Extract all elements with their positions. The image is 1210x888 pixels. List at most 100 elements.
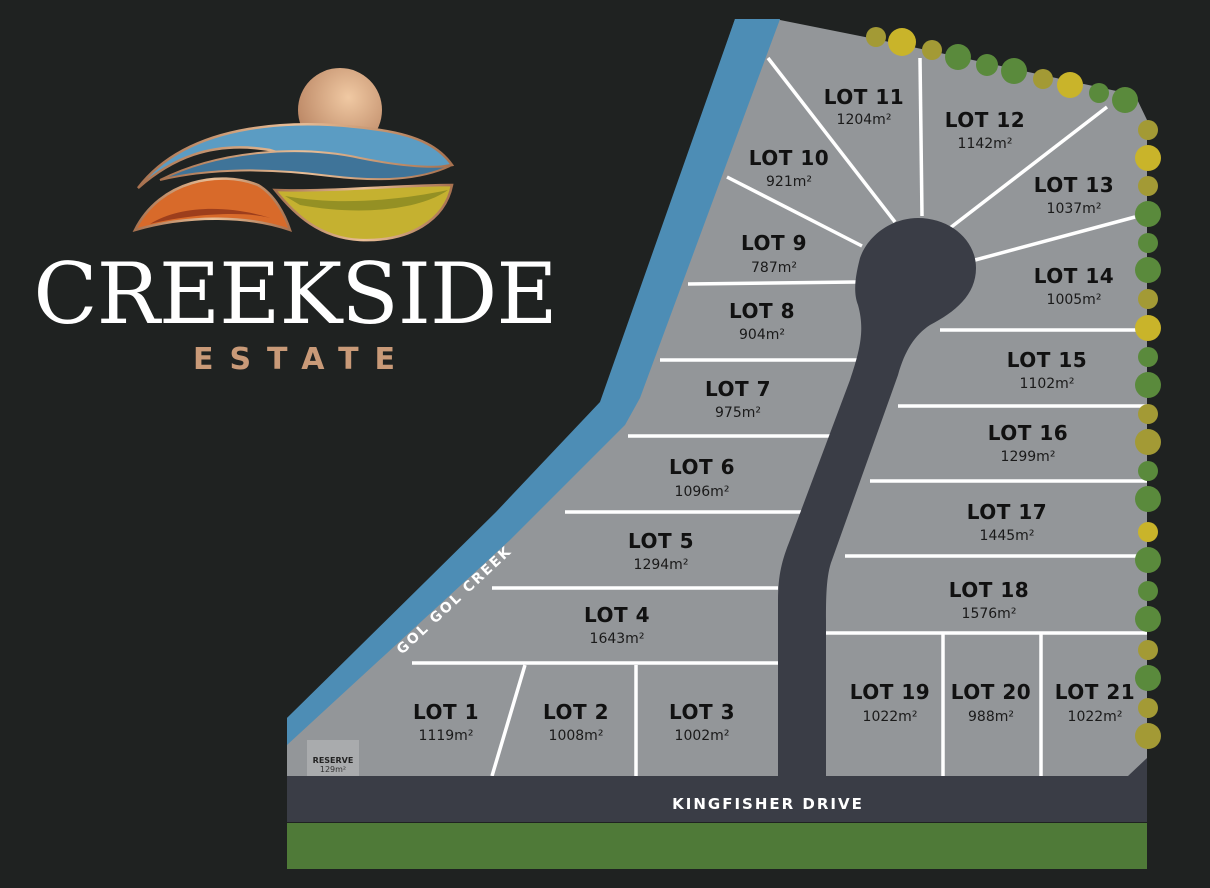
lot-16-area: 1299m² bbox=[1001, 449, 1056, 465]
lot-3-title: LOT 3 bbox=[669, 700, 735, 724]
kingfisher-drive-road bbox=[287, 776, 1147, 822]
lot-19-area: 1022m² bbox=[863, 709, 918, 725]
lot-14[interactable]: LOT 14 1005m² bbox=[1034, 264, 1114, 308]
tree-icon bbox=[1138, 120, 1158, 140]
lot-17-area: 1445m² bbox=[980, 528, 1035, 544]
lot-13-area: 1037m² bbox=[1047, 201, 1102, 217]
lot-7-title: LOT 7 bbox=[705, 377, 771, 401]
lot-10[interactable]: LOT 10 921m² bbox=[749, 146, 829, 190]
lot-21[interactable]: LOT 21 1022m² bbox=[1055, 680, 1135, 725]
lot-3[interactable]: LOT 3 1002m² bbox=[669, 700, 735, 744]
tree-icon bbox=[1135, 315, 1161, 341]
lot-4-area: 1643m² bbox=[590, 631, 645, 647]
lot-1-title: LOT 1 bbox=[413, 700, 479, 724]
lot-12[interactable]: LOT 12 1142m² bbox=[945, 108, 1025, 152]
tree-icon bbox=[1138, 461, 1158, 481]
lot-5-area: 1294m² bbox=[634, 557, 689, 573]
lot-16-title: LOT 16 bbox=[988, 421, 1068, 445]
reserve-label: RESERVE bbox=[313, 756, 354, 765]
lot-9-area: 787m² bbox=[751, 260, 797, 276]
lot-16[interactable]: LOT 16 1299m² bbox=[988, 421, 1068, 465]
lot-14-title: LOT 14 bbox=[1034, 264, 1114, 288]
lot-15[interactable]: LOT 15 1102m² bbox=[1007, 348, 1087, 392]
lot-labels: LOT 1 1119m² LOT 2 1008m² LOT 3 1002m² L… bbox=[413, 85, 1135, 744]
lot-6[interactable]: LOT 6 1096m² bbox=[669, 455, 735, 500]
tree-icon bbox=[1138, 522, 1158, 542]
reserve-area: 129m² bbox=[320, 765, 346, 774]
tree-icon bbox=[1135, 665, 1161, 691]
lot-4-title: LOT 4 bbox=[584, 603, 650, 627]
brand-logo: CREEKSIDE ESTATE bbox=[33, 68, 558, 377]
lot-2-area: 1008m² bbox=[549, 728, 604, 744]
lot-2-title: LOT 2 bbox=[543, 700, 609, 724]
tree-icon bbox=[866, 27, 886, 47]
lot-17[interactable]: LOT 17 1445m² bbox=[967, 500, 1047, 544]
lot-15-area: 1102m² bbox=[1020, 376, 1075, 392]
tree-icon bbox=[1138, 233, 1158, 253]
lot-9-title: LOT 9 bbox=[741, 231, 807, 255]
reserve-parcel bbox=[307, 740, 359, 776]
lot-17-title: LOT 17 bbox=[967, 500, 1047, 524]
tree-icon bbox=[1135, 257, 1161, 283]
tree-icon bbox=[1135, 606, 1161, 632]
road-corner bbox=[1128, 758, 1147, 776]
lot-7[interactable]: LOT 7 975m² bbox=[705, 377, 771, 421]
tree-icon bbox=[1001, 58, 1027, 84]
tree-icon bbox=[1138, 347, 1158, 367]
lot-11-area: 1204m² bbox=[837, 112, 892, 128]
lot-6-area: 1096m² bbox=[675, 484, 730, 500]
lot-8[interactable]: LOT 8 904m² bbox=[729, 299, 795, 343]
tree-icon bbox=[1138, 640, 1158, 660]
lot-20-title: LOT 20 bbox=[951, 680, 1031, 704]
tree-icon bbox=[888, 28, 916, 56]
tree-icon bbox=[976, 54, 998, 76]
lot-20[interactable]: LOT 20 988m² bbox=[951, 680, 1031, 725]
tree-icon bbox=[1057, 72, 1083, 98]
tree-icon bbox=[1135, 723, 1161, 749]
tree-line bbox=[866, 27, 1161, 749]
lot-18[interactable]: LOT 18 1576m² bbox=[949, 578, 1029, 622]
tree-icon bbox=[1112, 87, 1138, 113]
tree-icon bbox=[1135, 201, 1161, 227]
creek-body bbox=[287, 19, 780, 745]
tree-icon bbox=[1138, 404, 1158, 424]
lot-18-area: 1576m² bbox=[962, 606, 1017, 622]
tree-icon bbox=[1033, 69, 1053, 89]
lot-8-title: LOT 8 bbox=[729, 299, 795, 323]
lot-1[interactable]: LOT 1 1119m² bbox=[413, 700, 479, 744]
cul-de-sac-road bbox=[778, 218, 976, 776]
lot-19-title: LOT 19 bbox=[850, 680, 930, 704]
tree-icon bbox=[945, 44, 971, 70]
lot-14-area: 1005m² bbox=[1047, 292, 1102, 308]
tree-icon bbox=[1135, 429, 1161, 455]
lot-12-area: 1142m² bbox=[958, 136, 1013, 152]
lot-11-title: LOT 11 bbox=[824, 85, 904, 109]
lot-10-area: 921m² bbox=[766, 174, 812, 190]
lot-6-title: LOT 6 bbox=[669, 455, 735, 479]
sun-over-waves-logo-icon bbox=[132, 68, 455, 242]
tree-icon bbox=[1135, 372, 1161, 398]
lot-5-title: LOT 5 bbox=[628, 529, 694, 553]
tree-icon bbox=[1135, 486, 1161, 512]
lot-1-area: 1119m² bbox=[419, 728, 474, 744]
lot-9[interactable]: LOT 9 787m² bbox=[741, 231, 807, 276]
tree-icon bbox=[1138, 581, 1158, 601]
lot-21-area: 1022m² bbox=[1068, 709, 1123, 725]
lot-2[interactable]: LOT 2 1008m² bbox=[543, 700, 609, 744]
lot-boundaries bbox=[412, 56, 1147, 777]
brand-name: CREEKSIDE bbox=[33, 245, 556, 343]
lot-5[interactable]: LOT 5 1294m² bbox=[628, 529, 694, 573]
tree-icon bbox=[1138, 176, 1158, 196]
lot-13[interactable]: LOT 13 1037m² bbox=[1034, 173, 1114, 217]
lot-13-title: LOT 13 bbox=[1034, 173, 1114, 197]
lot-7-area: 975m² bbox=[715, 405, 761, 421]
tree-icon bbox=[922, 40, 942, 60]
brand-subtitle: ESTATE bbox=[193, 342, 411, 377]
lot-11[interactable]: LOT 11 1204m² bbox=[824, 85, 904, 128]
road-label: KINGFISHER DRIVE bbox=[672, 795, 864, 813]
lot-19[interactable]: LOT 19 1022m² bbox=[850, 680, 930, 725]
lot-4[interactable]: LOT 4 1643m² bbox=[584, 603, 650, 647]
lot-3-area: 1002m² bbox=[675, 728, 730, 744]
lot-10-title: LOT 10 bbox=[749, 146, 829, 170]
